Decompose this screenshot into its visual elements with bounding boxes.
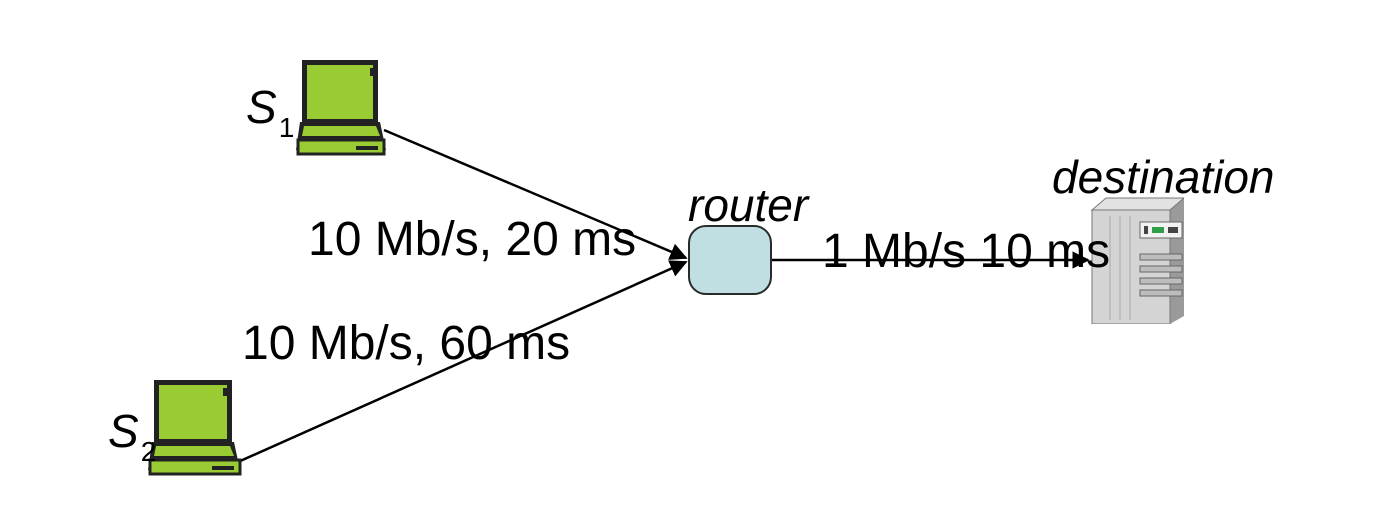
link-s2-router <box>237 260 688 464</box>
laptop-icon <box>148 380 242 476</box>
link-label-router-destination: 1 Mb/s 10 ms <box>822 225 1111 278</box>
link-s1-router <box>383 128 688 260</box>
destination-label: destination <box>1052 151 1275 203</box>
laptop-icon <box>296 60 386 156</box>
router-icon <box>688 225 772 295</box>
s2-letter: S <box>108 405 139 457</box>
server-icon <box>1090 197 1184 324</box>
link-label-s1-router: 10 Mb/s, 20 ms <box>308 213 637 266</box>
router-label: router <box>688 179 809 231</box>
s1-label: S1 <box>246 81 294 142</box>
s2-label: S2 <box>108 405 156 466</box>
s1-subscript: 1 <box>278 112 295 143</box>
s1-letter: S <box>246 81 277 133</box>
s2-subscript: 2 <box>140 436 157 467</box>
link-label-s2-router: 10 Mb/s, 60 ms <box>242 317 571 370</box>
